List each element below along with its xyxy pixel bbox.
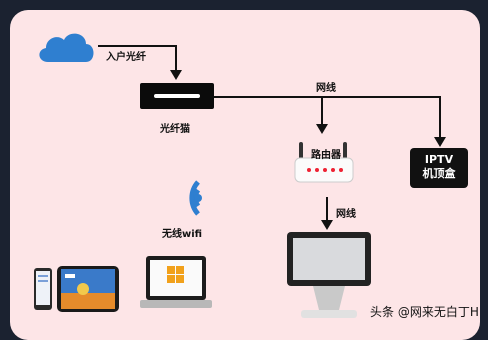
cable-to-iptv <box>439 96 441 139</box>
phone-icon <box>34 268 52 310</box>
router-cable <box>326 197 328 222</box>
router-icon <box>294 142 354 183</box>
cable-label-top: 网线 <box>316 83 336 94</box>
fiber-modem-icon <box>140 83 214 109</box>
modem-cable <box>214 96 440 98</box>
iptv-label-line1: IPTV <box>424 153 454 166</box>
fiber-line-down <box>175 45 177 73</box>
watermark: 头条 @网来无白丁H <box>370 305 479 319</box>
fiber-in-label: 入户光纤 <box>106 52 146 63</box>
tablet-icon <box>57 266 119 312</box>
modem-label: 光纤猫 <box>160 124 190 135</box>
wifi-icon <box>189 180 202 216</box>
iptv-label-line2: 机顶盒 <box>422 167 456 180</box>
cloud-icon <box>39 33 94 62</box>
cable-to-router <box>321 96 323 126</box>
fiber-line <box>98 45 176 47</box>
laptop-icon <box>140 256 212 308</box>
arrow-down-icon <box>316 124 328 134</box>
arrow-down-icon <box>434 137 446 147</box>
iptv-box-icon: IPTV 机顶盒 <box>410 148 468 188</box>
cable-label-down: 网线 <box>336 209 356 220</box>
monitor-icon <box>287 232 371 318</box>
wireless-label: 无线wifi <box>162 229 203 240</box>
arrow-down-icon <box>321 220 333 230</box>
router-label: 路由器 <box>311 150 341 161</box>
arrow-down-icon <box>170 70 182 80</box>
